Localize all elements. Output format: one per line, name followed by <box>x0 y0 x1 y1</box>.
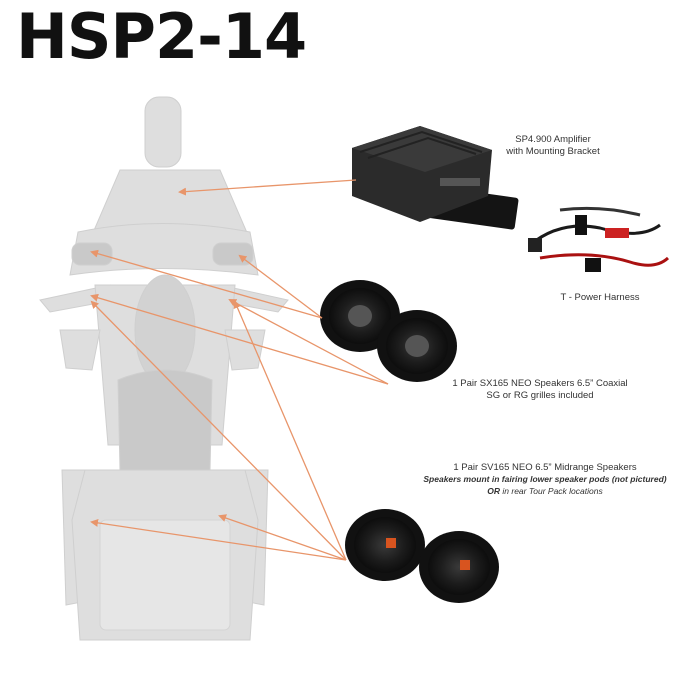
midrange-label: 1 Pair SV165 NEO 6.5” Midrange Speakers … <box>405 462 685 498</box>
coaxial-label: 1 Pair SX165 NEO Speakers 6.5” Coaxial S… <box>420 378 660 402</box>
midrange-speaker-right <box>419 531 499 603</box>
coaxial-speaker-right <box>377 310 457 382</box>
amplifier-label: SP4.900 Amplifier with Mounting Bracket <box>488 134 618 158</box>
connector-arrows <box>90 179 389 561</box>
midrange-speaker-left <box>345 509 425 581</box>
coaxial-label-line2: SG or RG grilles included <box>486 389 594 401</box>
midrange-label-line1: 1 Pair SV165 NEO 6.5” Midrange Speakers <box>453 462 637 473</box>
amplifier-label-line1: SP4.900 Amplifier <box>515 134 591 145</box>
midrange-or-word: OR <box>487 485 501 496</box>
harness-label: T - Power Harness <box>560 292 640 303</box>
amplifier-image <box>352 126 519 230</box>
midrange-label-line3: in rear Tour Pack locations <box>500 485 603 496</box>
motorcycle-illustration <box>39 96 289 641</box>
amplifier-label-line2: with Mounting Bracket <box>506 145 600 157</box>
power-harness-image <box>528 206 670 272</box>
midrange-label-line2: Speakers mount in fairing lower speaker … <box>423 473 667 484</box>
coaxial-speaker-left <box>320 280 400 352</box>
product-title: HSP2-14 <box>16 0 307 73</box>
coaxial-label-line1: 1 Pair SX165 NEO Speakers 6.5” Coaxial <box>452 378 628 389</box>
